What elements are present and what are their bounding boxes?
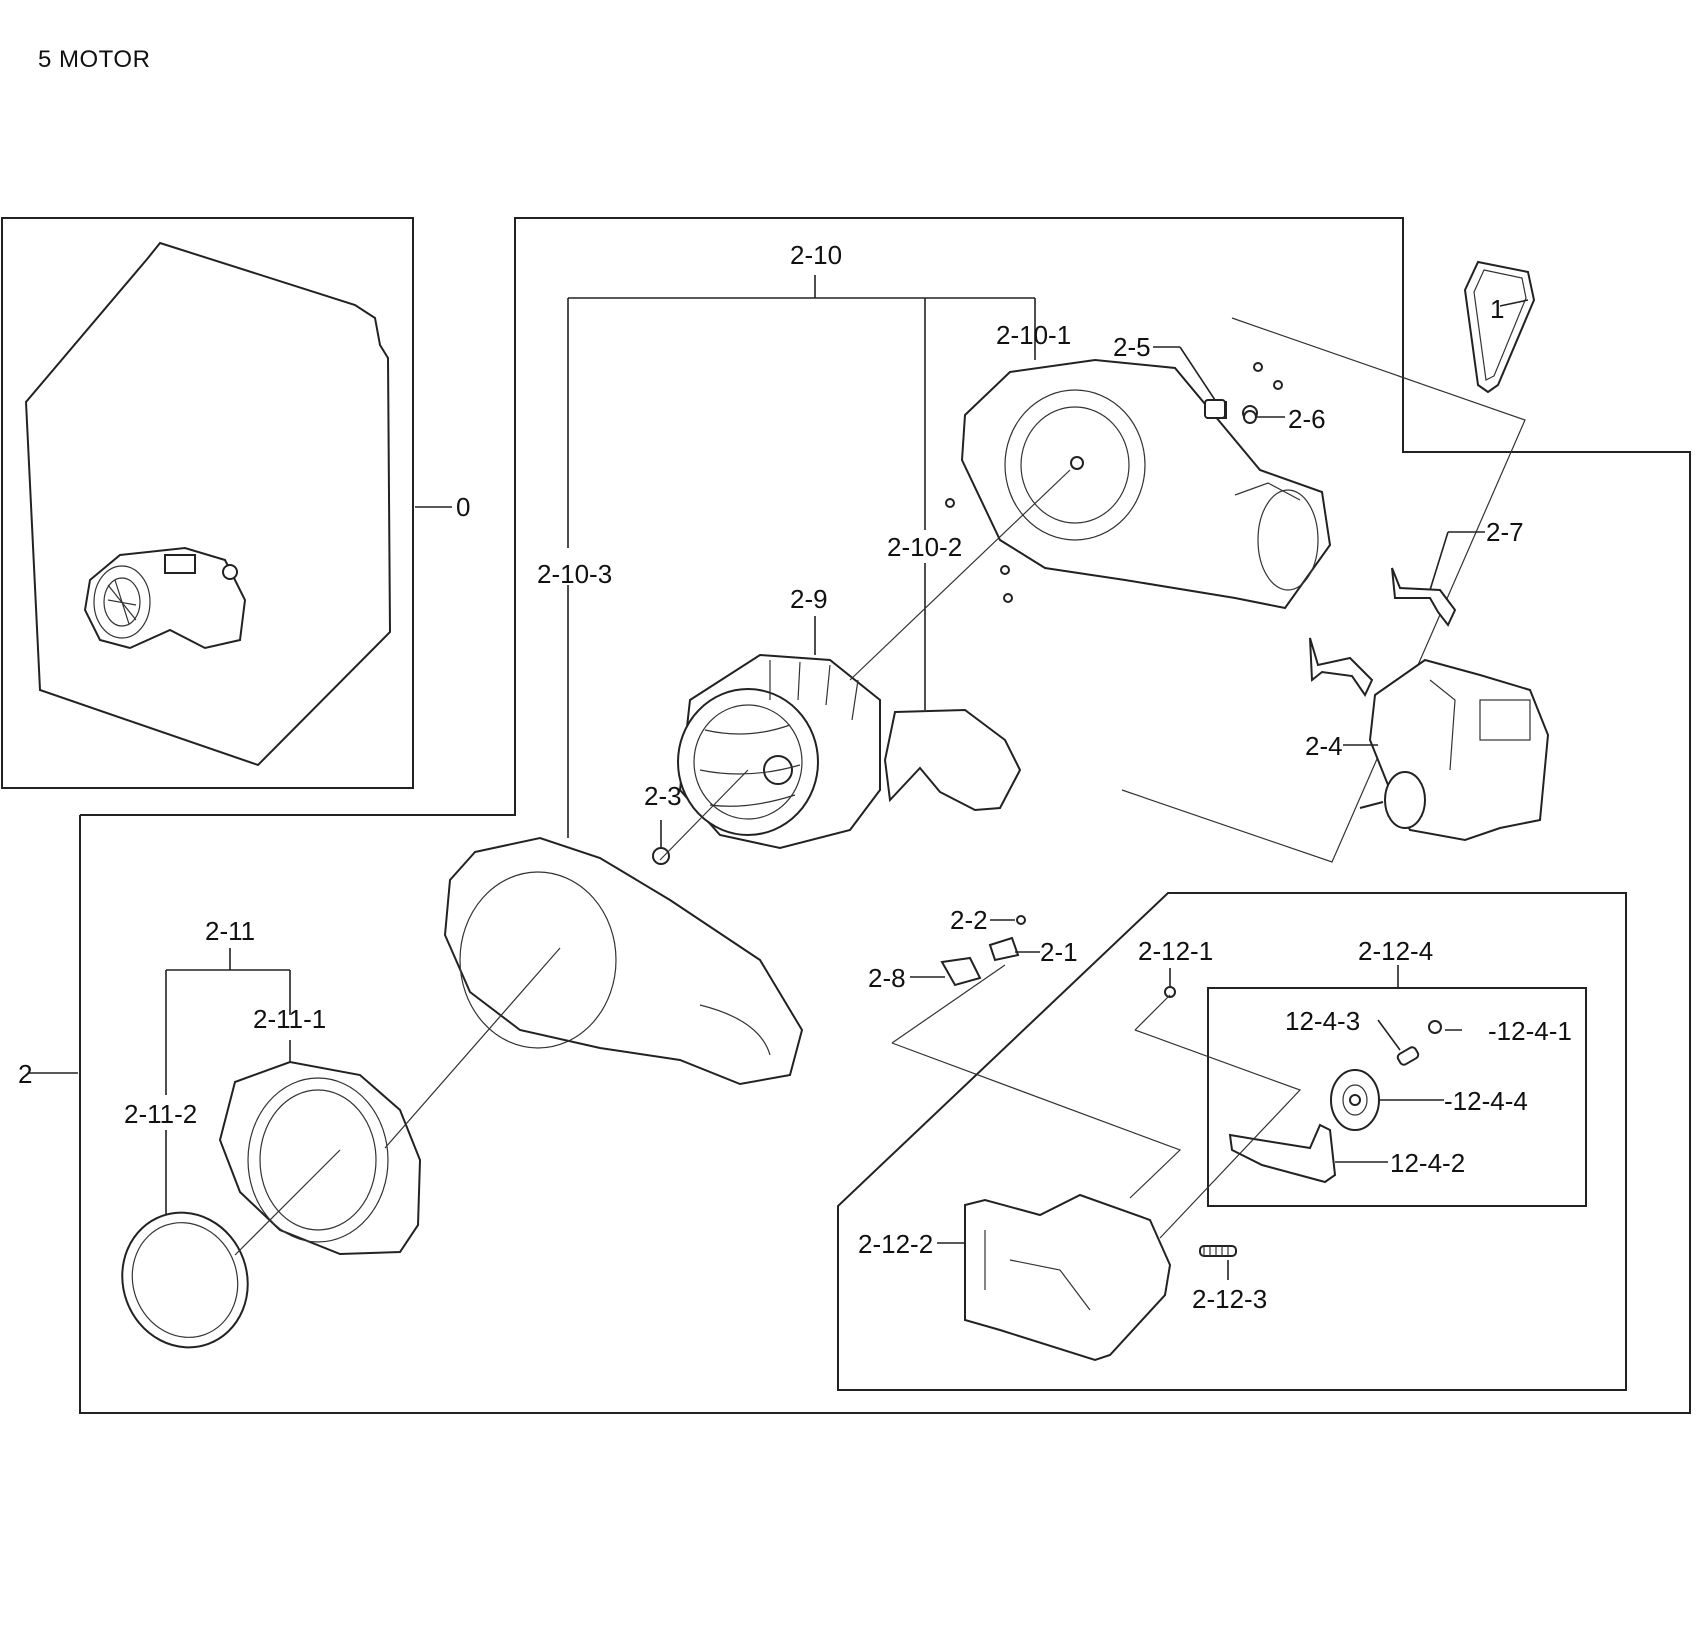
switch-2-1: [988, 936, 1020, 962]
label-2-12-3: 2-12-3: [1192, 1284, 1267, 1314]
assembly-2-frame: [79, 217, 1691, 1414]
label-2-7: 2-7: [1486, 517, 1524, 547]
subassembly-2-12-4-frame: [1207, 987, 1587, 1207]
bracket-2-8: [940, 956, 982, 987]
pulley-12-4-4: [1330, 1069, 1380, 1131]
assembly-0-frame: [1, 217, 414, 789]
page-title: 5 MOTOR: [38, 46, 151, 73]
part-2-5: [1204, 399, 1226, 419]
label-2-12-2: 2-12-2: [858, 1229, 933, 1259]
label-12-4-1: -12-4-1: [1488, 1016, 1572, 1046]
clamp-2-7a: [1391, 567, 1457, 627]
label-2-11-2: 2-11-2: [124, 1099, 197, 1129]
bracket-2-12-2: [964, 1193, 1172, 1362]
ring-2-11-1: [218, 1060, 422, 1256]
motor-group-outline: [1121, 317, 1526, 863]
label-2-10-1: 2-10-1: [996, 320, 1071, 350]
housing-2-10-3: [443, 836, 804, 1086]
label-2-10-3: 2-10-3: [537, 559, 612, 589]
label-2: 2: [18, 1059, 32, 1089]
callout-labels: 0 1 2 2-10 2-10-1 2-5 2-6 2-10-3 2-10-2 …: [18, 240, 1572, 1314]
overview-housing-outline: [24, 241, 392, 767]
nut-2-3: [652, 847, 670, 865]
label-2-12-1: 2-12-1: [1138, 936, 1213, 966]
label-2-6: 2-6: [1288, 404, 1326, 434]
label-2-10-2: 2-10-2: [887, 532, 962, 562]
screw-2-2: [1016, 915, 1026, 925]
housing-2-10-1: [960, 358, 1332, 610]
label-1: 1: [1490, 294, 1504, 324]
duct-2-10-2: [883, 708, 1022, 812]
drive-belt: [1463, 260, 1536, 394]
part-2-6: [1243, 410, 1257, 424]
motor-2-4: [1359, 658, 1550, 842]
clamp-2-7b: [1309, 637, 1374, 698]
label-2-5: 2-5: [1113, 332, 1151, 362]
spring-2-12-3: [1199, 1245, 1237, 1257]
label-2-11: 2-11: [205, 916, 255, 946]
blower-fan-2-9: [677, 653, 881, 850]
label-12-4-3: 12-4-3: [1285, 1006, 1360, 1036]
label-12-4-4: -12-4-4: [1444, 1086, 1528, 1116]
lever-12-4-2: [1228, 1123, 1337, 1184]
shaft-12-4-3: [1396, 1046, 1420, 1066]
label-2-4: 2-4: [1305, 731, 1343, 761]
screws-2-10-2: [945, 362, 1283, 603]
label-2-2: 2-2: [950, 905, 988, 935]
label-12-4-2: 12-4-2: [1390, 1148, 1465, 1178]
label-2-11-1: 2-11-1: [253, 1004, 326, 1034]
label-2-1: 2-1: [1040, 937, 1078, 967]
label-2-10: 2-10: [790, 240, 842, 270]
overview-motor-assembly: [83, 546, 247, 650]
leader-lines: [28, 275, 1529, 1280]
gasket-2-11-2: [121, 1211, 249, 1349]
nut-12-4-1: [1428, 1020, 1442, 1034]
label-2-12-4: 2-12-4: [1358, 936, 1433, 966]
subassembly-2-12-frame: [837, 892, 1627, 1391]
label-2-8: 2-8: [868, 963, 906, 993]
label-0: 0: [456, 492, 470, 522]
label-2-9: 2-9: [790, 584, 828, 614]
label-2-3: 2-3: [644, 781, 682, 811]
